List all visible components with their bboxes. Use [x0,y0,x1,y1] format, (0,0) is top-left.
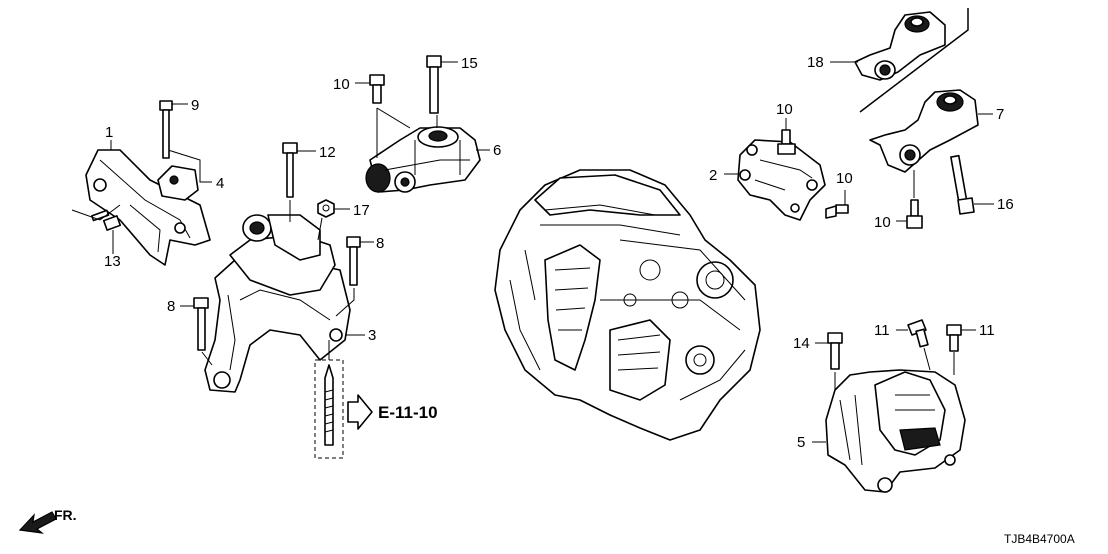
bolt-part-13[interactable] [90,209,122,231]
front-direction-arrow: FR. [18,507,77,534]
leader-17b [317,217,323,241]
callout-15: 15 [461,55,478,72]
bolt-part-10-upper-mid[interactable] [777,129,796,155]
callout-17: 17 [353,202,370,219]
callout-4: 4 [216,175,224,192]
bolt-part-10-right-lower[interactable] [906,199,923,229]
bracket-part-4[interactable] [157,165,199,201]
callout-12: 12 [319,144,336,161]
callout-10-right-mid: 10 [836,170,853,187]
divider-line [859,8,969,113]
callout-11-left: 11 [874,322,890,339]
callout-16: 16 [997,196,1014,213]
callout-14: 14 [793,335,810,352]
callout-1: 1 [105,124,113,141]
callout-10-top-left: 10 [333,76,350,93]
callout-5: 5 [797,434,805,451]
bolt-part-10-right-mid[interactable] [825,204,849,219]
callout-18: 18 [807,54,824,71]
reference-arrow[interactable]: E-11-10 [347,394,438,430]
front-direction-label: FR. [54,507,77,523]
callout-3: 3 [368,327,376,344]
mount-part-7[interactable] [869,89,979,173]
bolt-part-15[interactable] [426,55,442,114]
nut-part-17[interactable] [317,199,335,218]
leader-8-right-b [335,288,355,317]
leader-8-left-b [201,351,213,366]
callout-7: 7 [996,106,1004,123]
leader-13 [71,204,121,221]
bracket-part-2[interactable] [737,139,826,221]
callout-11-right: 11 [979,322,995,339]
leader-4 [167,149,212,183]
leader-6b [376,107,438,158]
bolt-part-11-right[interactable] [946,324,962,352]
mount-part-18[interactable] [854,11,946,81]
callout-9: 9 [191,97,199,114]
upper-mount-part-6[interactable] [365,126,481,193]
bolt-part-11-left[interactable] [907,319,929,348]
reference-label: E-11-10 [378,403,438,422]
mount-part-5[interactable] [825,369,966,493]
bolt-part-16[interactable] [950,154,975,215]
bolt-part-10-top-left[interactable] [369,74,385,104]
callout-2: 2 [709,167,717,184]
stud-dashed-detail [314,340,344,459]
callout-10-right-lower: 10 [874,214,891,231]
engine-assembly [494,169,761,441]
callout-8-left: 8 [167,298,175,315]
leader-11-left-b [923,347,931,371]
callout-10-upper-mid: 10 [776,101,793,118]
callout-6: 6 [493,142,501,159]
callout-8-right: 8 [376,235,384,252]
bolt-part-8-right[interactable] [346,236,361,286]
bolt-part-8-left[interactable] [193,297,209,351]
bolt-part-12[interactable] [282,142,298,198]
diagram-code: TJB4B4700A [1004,532,1075,546]
bolt-part-14[interactable] [827,332,843,370]
callout-13: 13 [104,253,121,270]
front-bracket-part-1[interactable] [85,149,211,266]
bolt-part-9[interactable] [159,100,173,159]
